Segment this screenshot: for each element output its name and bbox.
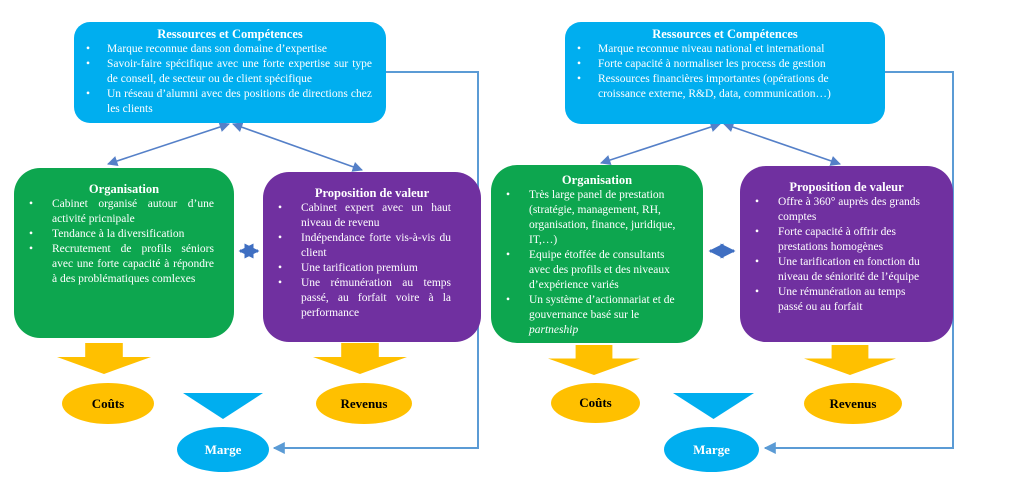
box-title: Ressources et Compétences [157,27,303,41]
bullet-text: Indépendance forte vis-à-vis du client [301,232,451,259]
organisation-box: Organisation Cabinet organisé autour d’u… [14,168,234,338]
bullet-item: Une tarification premium [263,261,481,276]
bullet-text-part: Un système d’actionnariat et de gouverna… [529,294,675,321]
box-title: Organisation [88,182,160,196]
bullet-item: Cabinet organisé autour d’une activité p… [14,197,234,227]
bullet-text: Forte capacité à offrir des prestations … [778,226,896,253]
bullet-text: Equipe étoffée de consultants avec des p… [529,249,670,291]
resources-box: Ressources et Compétences Marque reconnu… [565,22,885,124]
bullet-text: Cabinet expert avec un haut niveau de re… [301,202,451,229]
bullet-item: Un réseau d’alumni avec des positions de… [74,87,386,117]
bullet-text: Tendance à la diversification [52,228,185,240]
bullet-item: Forte capacité à offrir des prestations … [740,225,953,255]
revenus-label: Revenus [340,395,388,411]
bullet-item: Forte capacité à normaliser les process … [565,57,885,72]
bullet-item: Indépendance forte vis-à-vis du client [263,231,481,261]
bullet-text: Ressources financières importantes (opér… [598,73,831,100]
bullet-item: Offre à 360° auprès des grands comptes [740,195,953,225]
bullet-item: Recrutement de profils séniors avec une … [14,242,234,287]
bullet-item: Un système d’actionnariat et de gouverna… [491,293,703,338]
bullet-text: Une rémunération au temps passé, au forf… [301,277,451,319]
bullet-item: Marque reconnue niveau national et inter… [565,42,885,57]
bullet-text: Une rémunération au temps passé ou au fo… [778,286,906,313]
down-block-arrow-icon [804,345,896,375]
bullet-item: Cabinet expert avec un haut niveau de re… [263,201,481,231]
bullet-item: Equipe étoffée de consultants avec des p… [491,248,703,293]
resources-box: Ressources et Compétences Marque reconnu… [74,22,386,123]
revenus-label: Revenus [829,395,877,411]
box-title: Ressources et Compétences [652,27,798,41]
bullet-text: Marque reconnue dans son domaine d’exper… [107,43,328,55]
marge-label: Marge [204,441,242,457]
marge-ellipse: Marge [664,427,759,472]
organisation-box: Organisation Très large panel de prestat… [491,165,703,343]
revenus-ellipse: Revenus [316,383,412,424]
bullet-text: Offre à 360° auprès des grands comptes [778,196,921,223]
bullet-text: Une tarification premium [301,262,418,274]
bullet-item: Une rémunération au temps passé ou au fo… [740,285,953,315]
bullet-text: Une tarification en fonction du niveau d… [778,256,920,283]
bullet-text: Recrutement de profils séniors avec une … [52,243,214,285]
bullet-item: Marque reconnue dans son domaine d’exper… [74,42,386,57]
proposition-box: Proposition de valeur Cabinet expert ave… [263,172,481,342]
box-title: Organisation [561,173,633,187]
bullet-text: Très large panel de prestation (stratégi… [529,189,676,246]
bullet-text: Savoir-faire spécifique avec une forte e… [107,58,372,85]
box-title: Proposition de valeur [314,186,430,200]
bullet-text: Un système d’actionnariat et de gouverna… [529,293,703,338]
bullet-text-italic: partneship [529,324,579,336]
bullet-item: Ressources financières importantes (opér… [565,72,885,102]
couts-ellipse: Coûts [62,383,154,424]
down-block-arrow-icon [548,345,640,375]
revenus-ellipse: Revenus [804,383,902,424]
couts-label: Coûts [91,395,125,411]
marge-ellipse: Marge [177,427,269,472]
couts-ellipse: Coûts [551,383,640,423]
couts-label: Coûts [579,395,612,410]
bullet-item: Très large panel de prestation (stratégi… [491,188,703,248]
bullet-text: Marque reconnue niveau national et inter… [598,43,825,55]
bullet-item: Une rémunération au temps passé, au forf… [263,276,481,321]
merge-triangle-icon [673,393,754,419]
bullet-text: Un réseau d’alumni avec des positions de… [107,88,372,115]
bullet-item: Savoir-faire spécifique avec une forte e… [74,57,386,87]
bullet-text: Forte capacité à normaliser les process … [598,58,826,70]
marge-label: Marge [693,441,730,457]
bullet-text: Cabinet organisé autour d’une activité p… [52,198,214,225]
proposition-box: Proposition de valeur Offre à 360° auprè… [740,166,953,342]
bullet-item: Une tarification en fonction du niveau d… [740,255,953,285]
bullet-item: Tendance à la diversification [14,227,234,242]
box-title: Proposition de valeur [789,180,904,194]
